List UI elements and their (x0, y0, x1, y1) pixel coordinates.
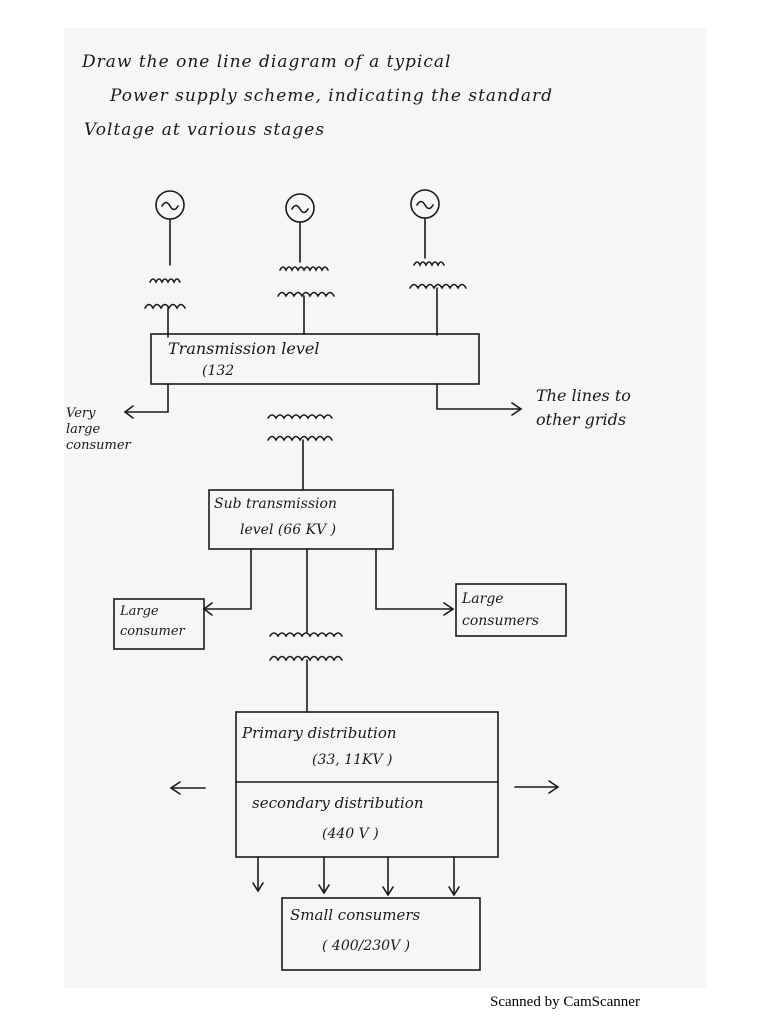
generator-2 (285, 193, 315, 263)
large-consumer-left-label: Large consumer (120, 604, 185, 639)
question-line-2: Power supply scheme, indicating the stan… (110, 86, 554, 106)
very-large-consumer-line (126, 383, 169, 413)
secondary-distribution-voltage: (440 V ) (322, 826, 379, 842)
transformer-4 (267, 414, 333, 491)
primary-distribution-label: Primary distribution (242, 724, 397, 742)
question-line-3: Voltage at various stages (84, 120, 326, 140)
sub-transmission-label-1: Sub transmission (214, 496, 337, 512)
transmission-voltage: (132 (202, 363, 235, 379)
large-consumer-right-line (375, 548, 453, 610)
large-consumer-left-box (113, 598, 205, 650)
sub-transmission-box (208, 489, 394, 550)
secondary-distribution-label: secondary distribution (252, 794, 424, 812)
small-consumer-feeders (252, 856, 460, 897)
generator-3 (410, 189, 440, 259)
transmission-level-label: Transmission level (168, 339, 320, 358)
other-grids-label: The lines to other grids (536, 386, 631, 429)
distribution-box (235, 711, 499, 858)
sub-transmission-label-2: level (66 KV ) (240, 522, 337, 538)
small-consumers-label: Small consumers (290, 906, 421, 924)
transformer-1 (144, 278, 186, 338)
scanner-watermark: Scanned by CamScanner (490, 994, 640, 1010)
large-right-arrow-head (443, 602, 455, 616)
transformer-2 (277, 266, 335, 335)
primary-distribution-voltage: (33, 11KV ) (312, 752, 393, 768)
generator-1 (155, 190, 185, 266)
large-consumer-right-label: Large consumers (462, 591, 539, 629)
small-consumers-box (281, 897, 481, 971)
question-line-1: Draw the one line diagram of a typical (82, 52, 452, 72)
transformer-5 (269, 632, 343, 713)
other-grids-arrow-head (511, 402, 523, 416)
transmission-level-box (150, 333, 480, 385)
large-consumer-left-line (205, 548, 252, 610)
small-consumers-voltage: ( 400/230V ) (322, 938, 411, 954)
very-large-arrow-head (123, 405, 134, 419)
transformer-3 (409, 261, 467, 336)
other-grids-line (436, 383, 521, 410)
large-consumer-right-box (455, 583, 567, 637)
very-large-consumer-label: Very large consumer (66, 406, 131, 453)
scanned-page (64, 28, 706, 988)
